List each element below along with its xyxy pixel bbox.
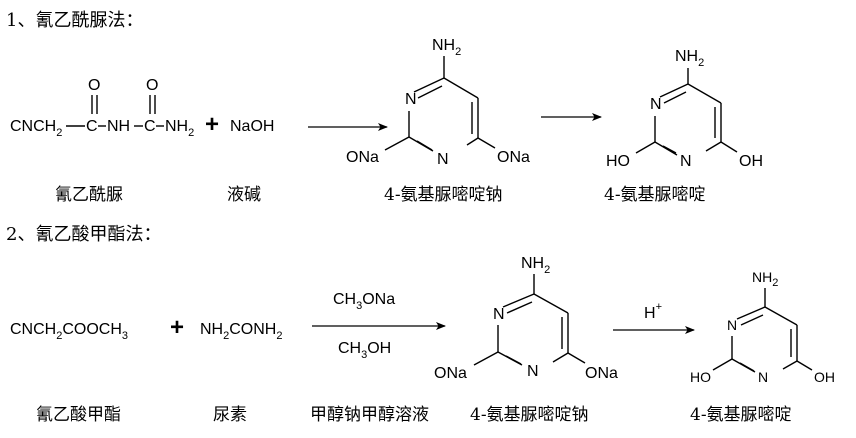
urea-formula: NH2CONH2 (200, 321, 282, 342)
method2-heading: 2、氰乙酸甲酯法： (6, 224, 161, 245)
aminouracil-structure: NH2 N N HO OH (606, 48, 763, 170)
label-product-aminouracil: 4-氨基脲嘧啶 (604, 185, 706, 205)
svg-text:O: O (88, 77, 100, 94)
svg-text:OH: OH (814, 369, 835, 385)
condition-sodium-methoxide: CH3ONa (333, 291, 395, 312)
svg-text:NH2: NH2 (675, 48, 704, 69)
svg-text:CNCH2: CNCH2 (10, 118, 62, 139)
label-liquid-caustic: 液碱 (227, 185, 261, 205)
svg-text:N: N (493, 306, 505, 323)
svg-text:N: N (680, 153, 692, 170)
svg-text:N: N (758, 369, 768, 385)
svg-text:NH: NH (107, 118, 130, 135)
cyanoacetylurea-structure: CNCH2 C O NH C O NH2 (10, 77, 194, 139)
svg-text:ONa: ONa (434, 365, 467, 382)
svg-text:ONa: ONa (497, 149, 530, 166)
svg-text:N: N (527, 363, 539, 380)
svg-text:O: O (146, 77, 158, 94)
svg-text:OH: OH (739, 153, 763, 170)
label-methyl-cyanoacetate: 氰乙酸甲酯 (36, 405, 121, 425)
svg-text:NH2: NH2 (165, 118, 194, 139)
svg-text:N: N (650, 96, 662, 113)
method1-heading: 1、氰乙酰脲法： (6, 10, 143, 31)
svg-text:NH2: NH2 (521, 255, 550, 276)
aminouracil-structure: NH2 N N HO OH (690, 269, 835, 385)
svg-text:NH2: NH2 (752, 269, 778, 289)
svg-text:C: C (86, 118, 98, 135)
svg-text:N: N (727, 317, 737, 333)
aminouracil-sodium-structure: NH2 N N ONa ONa (434, 255, 618, 382)
plus-sign: + (170, 314, 184, 341)
label-intermediate-sodium: 4-氨基脲嘧啶钠 (470, 405, 589, 425)
label-urea: 尿素 (213, 405, 247, 425)
label-cyanoacetylurea: 氰乙酰脲 (55, 185, 123, 205)
aminouracil-sodium-structure: NH2 N N ONa ONa (346, 37, 530, 168)
svg-text:NH2: NH2 (432, 37, 461, 58)
methyl-cyanoacetate-formula: CNCH2COOCH3 (10, 321, 128, 342)
svg-text:N: N (405, 91, 417, 108)
label-methoxide-solution: 甲醇钠甲醇溶液 (310, 405, 429, 425)
acid-condition: H+ (644, 301, 662, 322)
label-product-aminouracil: 4-氨基脲嘧啶 (690, 405, 792, 425)
svg-text:C: C (144, 118, 156, 135)
svg-text:ONa: ONa (585, 365, 618, 382)
plus-sign: + (205, 111, 219, 138)
svg-text:HO: HO (606, 153, 630, 170)
naoh-formula: NaOH (230, 118, 274, 135)
svg-text:ONa: ONa (346, 149, 379, 166)
svg-text:N: N (437, 151, 449, 168)
label-intermediate-sodium: 4-氨基脲嘧啶钠 (384, 185, 503, 205)
condition-methanol: CH3OH (338, 340, 391, 361)
svg-text:HO: HO (690, 369, 711, 385)
